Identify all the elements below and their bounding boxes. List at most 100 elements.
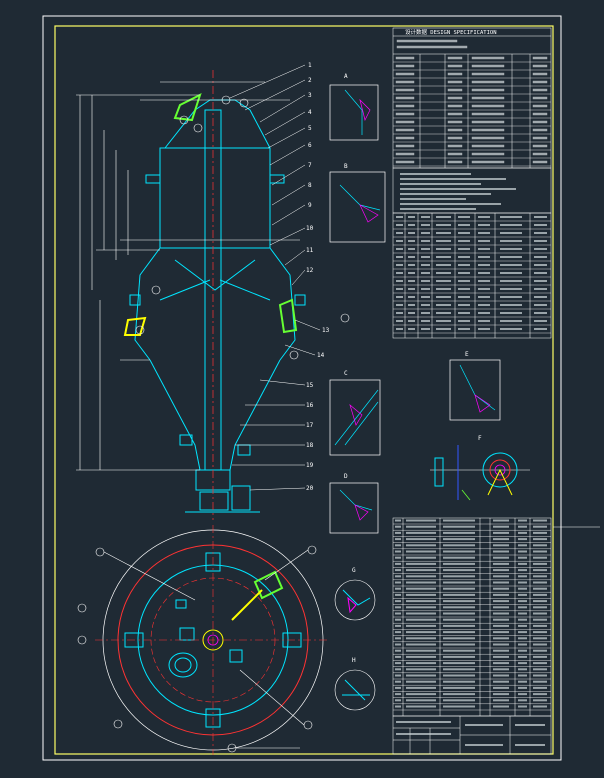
table-cell [395,104,415,108]
table-cell [447,56,463,60]
table-cell [534,216,547,218]
table-cell [500,304,522,306]
callout-16: 16 [306,402,314,409]
callout-13: 13 [322,327,330,334]
table-cell [518,569,527,572]
section-label-b: B [344,163,348,170]
table-cell [533,569,547,572]
section-labels: A B C D E F G H [344,73,482,664]
table-cell [421,264,430,266]
table-cell [443,680,475,683]
table-cell [443,662,475,665]
table-cell [471,56,505,60]
table-cell [533,705,547,708]
table-cell [408,304,415,306]
table-cell [447,152,463,156]
table-cell [400,188,516,190]
table-cell [534,296,547,298]
table-cell [478,304,490,306]
table-cell [533,618,547,621]
table-cell [396,272,403,274]
table-cell [518,668,527,671]
table-cell [493,519,509,522]
table-cell [533,538,547,541]
table-cell [421,320,430,322]
nozzle-low-2 [237,444,251,456]
table-cell [436,288,451,290]
table-cell [478,256,490,258]
table-cell [534,272,547,274]
table-cell [471,96,505,100]
table-cell [471,88,505,92]
table-cell [421,240,430,242]
table-cell [408,240,415,242]
section-label-a: A [344,73,348,80]
table-cell [436,320,451,322]
flange-plate [434,457,444,487]
callout-5: 5 [308,125,312,132]
table-cell [493,606,509,609]
spec-header: 设计数据 DESIGN SPECIFICATION [405,28,497,36]
table-cell [395,544,401,547]
table-cell [533,556,547,559]
detail-d [329,482,379,534]
flange-outer [482,452,518,488]
detail-e [449,359,501,421]
table-cell [518,637,527,640]
nozzle-table [392,212,552,339]
table-cell [478,328,490,330]
callout-leaders [229,64,321,491]
table-cell [443,600,475,603]
table-cell [396,288,403,290]
table-cell [500,296,522,298]
table-cell [533,575,547,578]
table-cell [493,575,509,578]
table-cell [447,120,463,124]
table-cell [400,173,471,175]
table-cell [500,216,522,218]
table-cell [493,693,509,696]
table-cell [443,575,475,578]
table-cell [500,232,522,234]
table-cell [515,744,545,746]
table-cell [532,112,548,116]
side-lug-right [278,298,298,334]
table-cell [443,643,475,646]
table-cell [400,198,466,200]
table-cell [408,312,415,314]
section-label-g: G [352,567,356,574]
table-cell [395,569,401,572]
table-cell [443,668,475,671]
table-cell [443,593,475,596]
table-cell [500,320,522,322]
table-cell [493,525,509,528]
table-cell [400,178,506,180]
table-cell [400,183,481,185]
table-cell [471,72,505,76]
table-cell [533,680,547,683]
table-cell [436,280,451,282]
table-cell [533,606,547,609]
table-cell [406,637,436,640]
table-cell [532,104,548,108]
table-cell [534,248,547,250]
detail-c [329,379,381,456]
table-cell [447,112,463,116]
table-cell [478,312,490,314]
table-cell [436,256,451,258]
table-cell [436,296,451,298]
table-cell [493,593,509,596]
table-cell [471,152,505,156]
callout-bubbles [135,95,350,360]
table-cell [518,600,527,603]
table-cell [533,550,547,553]
table-cell [534,320,547,322]
table-cell [493,699,509,702]
nozzle-low-1 [179,434,193,446]
table-cell [518,624,527,627]
section-label-h: H [352,657,356,664]
table-cell [395,606,401,609]
table-cell [421,224,430,226]
table-cell [406,674,436,677]
table-cell [406,699,436,702]
